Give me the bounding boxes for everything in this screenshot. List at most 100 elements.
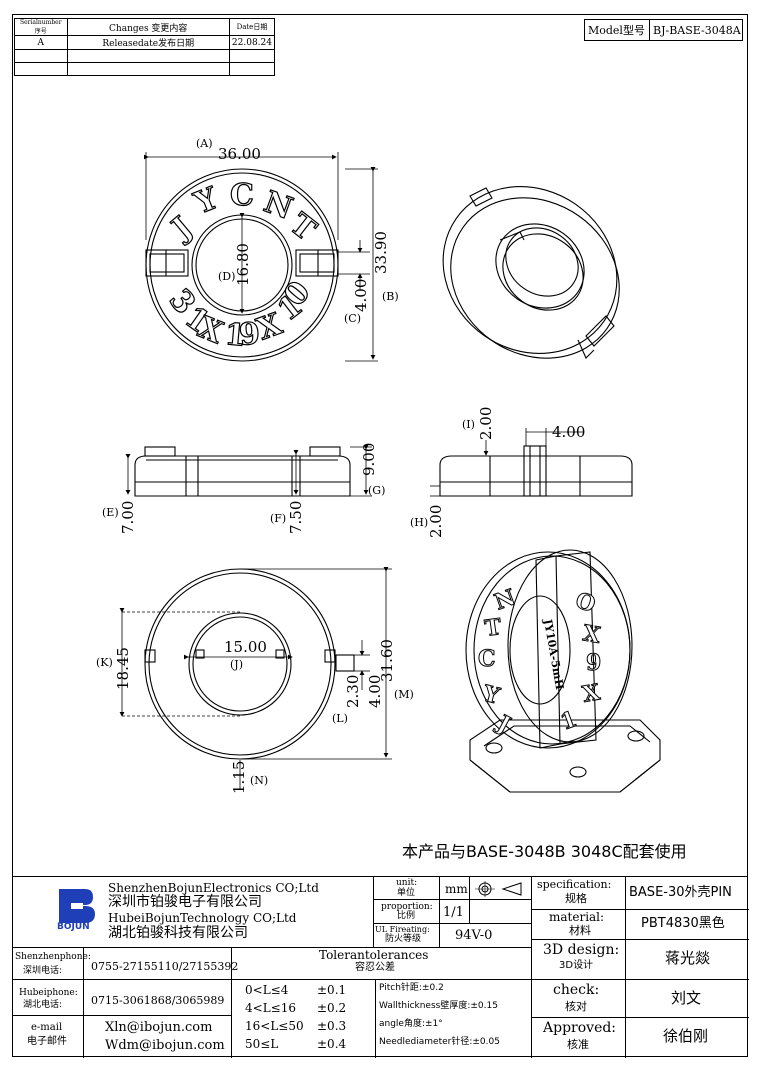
material-value: PBT4830黑色: [641, 916, 725, 931]
tol-note: Needlediameter针径:±0.05: [379, 1037, 500, 1047]
dim-15: 15.00: [224, 638, 267, 656]
dim-16-8: 16.80: [234, 243, 252, 286]
dim-7-5: 7.50: [287, 501, 305, 534]
dim-4-side: 4.00: [552, 423, 585, 441]
svg-text:C: C: [478, 646, 496, 672]
model-label: Model型号: [588, 24, 645, 37]
side-view-2: [439, 445, 633, 497]
logo-text: BOJUN: [57, 922, 90, 932]
label-e: (E): [102, 506, 119, 519]
company-sz-cn: 深圳市铂骏电子有限公司: [108, 894, 262, 910]
unit-label-cn: 单位: [397, 888, 416, 898]
side-view-1-dims: [125, 445, 372, 497]
tol-note: Pitch针距:±0.2: [379, 983, 444, 993]
tol-range: 0<L≤4: [245, 983, 289, 997]
tol-title-en: Tolerantolerances: [319, 948, 429, 962]
email-1[interactable]: Xln@ibojun.com: [105, 1020, 213, 1035]
tol-note: angle角度:±1°: [379, 1019, 443, 1029]
company-hb-cn: 湖北铂骏科技有限公司: [108, 925, 248, 941]
spec-value: BASE-30外壳PIN: [629, 885, 732, 900]
label-g: (G): [368, 484, 385, 497]
svg-text:9: 9: [586, 650, 601, 676]
material-label-cn: 材料: [569, 924, 591, 937]
tol-value: ±0.3: [317, 1019, 347, 1033]
sz-phone-label-cn: 深圳电话:: [23, 966, 63, 976]
design-label-cn: 3D设计: [559, 960, 594, 971]
label-a: (A): [196, 137, 213, 150]
hb-phone-label-cn: 湖北电话:: [23, 1000, 63, 1010]
label-d: (D): [218, 270, 235, 283]
approved-label-cn: 核准: [567, 1038, 589, 1051]
label-j: (J): [230, 658, 243, 671]
dim-4-l: 4.00: [366, 675, 384, 708]
check-value: 刘文: [671, 989, 702, 1007]
model-box: Model型号 BJ-BASE-3048A: [584, 19, 743, 41]
design-value: 蒋光燚: [665, 949, 711, 967]
svg-text:X: X: [581, 679, 603, 708]
hb-phone: 0715-3061868/3065989: [91, 994, 225, 1007]
label-k: (K): [96, 656, 113, 669]
svg-text:1: 1: [557, 706, 580, 736]
check-label-en: check:: [553, 982, 600, 998]
approved-value: 徐伯刚: [663, 1027, 709, 1045]
email-label-en: e-mail: [31, 1022, 63, 1033]
design-label-en: 3D design:: [543, 942, 620, 958]
proportion-label-en: proportion:: [381, 902, 433, 912]
svg-text:T: T: [483, 614, 503, 642]
rev-cell: [228, 62, 276, 76]
label-c: (C): [344, 312, 361, 325]
label-n: (N): [250, 774, 268, 787]
dim-31-6: 31.60: [378, 639, 396, 682]
tol-range: 50≤L: [245, 1037, 279, 1051]
dim-18-45: 18.45: [114, 647, 132, 690]
company-logo: BOJUN: [57, 887, 97, 935]
check-label-cn: 核对: [565, 1000, 587, 1013]
label-m: (M): [394, 688, 414, 701]
dim-33-9: 33.90: [372, 231, 390, 274]
tol-range: 4<L≤16: [245, 1001, 296, 1015]
ring-letter: 9: [238, 316, 262, 353]
dim-7: 7.00: [119, 501, 137, 534]
ring-letter: J: [163, 210, 199, 248]
ring-letter: 1: [223, 317, 247, 354]
label-i: (I): [462, 418, 475, 431]
side-view-1: [134, 446, 351, 497]
svg-text:N: N: [491, 584, 519, 615]
approved-label-en: Approved:: [543, 1020, 617, 1036]
dim-36: 36.00: [218, 145, 261, 163]
svg-text:O: O: [572, 587, 599, 618]
tol-range: 16<L≤50: [245, 1019, 304, 1033]
hb-phone-label-en: Hubeiphone:: [19, 988, 78, 998]
dim-1-15: 1.15: [230, 761, 248, 794]
tol-title-cn: 容忍公差: [355, 962, 395, 973]
iso-ring-letters: N T C Y J O X 9 X 1: [478, 584, 604, 739]
svg-text:Y: Y: [480, 680, 503, 709]
ring-letter: Y: [189, 181, 223, 222]
dim-9: 9.00: [360, 443, 378, 476]
bottom-view-dims: [119, 567, 392, 790]
label-f: (F): [270, 512, 286, 525]
material-label-en: material:: [549, 910, 605, 924]
projection-symbol: [475, 881, 527, 901]
spec-label-en: specification:: [537, 878, 612, 891]
iso-view-2: [465, 549, 661, 793]
dim-4-c: 4.00: [352, 279, 370, 312]
email-2[interactable]: Wdm@ibojun.com: [105, 1038, 225, 1053]
ul-label-en: UL Fireating:: [375, 925, 430, 934]
tol-value: ±0.4: [317, 1037, 347, 1051]
company-sz-en: ShenzhenBojunElectronics CO;Ltd: [108, 881, 319, 895]
rev-cell: [66, 62, 230, 76]
unit-value: mm: [445, 882, 468, 896]
tol-note: Wallthickness壁厚度:±0.15: [379, 1001, 498, 1011]
dim-2-top: 2.00: [477, 407, 495, 440]
top-view-dims: [144, 152, 378, 362]
proportion-value: 1/1: [443, 905, 464, 920]
svg-text:X: X: [581, 620, 603, 649]
model-value: BJ-BASE-3048A: [653, 24, 741, 37]
technical-drawings: J Y C N T 3 1 X 1 9 X 1 0 (A): [96, 137, 661, 794]
side-view-2-dims: [430, 428, 584, 497]
label-b: (B): [382, 290, 399, 303]
chip-text: JY10A-5mH: [541, 617, 566, 690]
revision-table: Serialnumber序号 Changes 变更内容 Date日期 A Rel…: [14, 18, 276, 76]
